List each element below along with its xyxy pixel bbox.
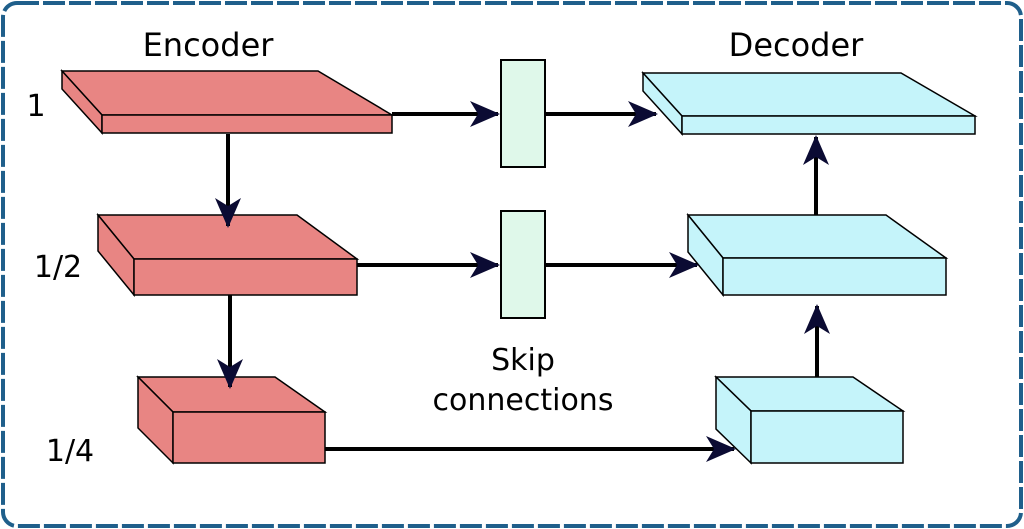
decoder-block-1	[641, 71, 978, 136]
scale-label-1-2: 1/2	[34, 250, 82, 285]
encoder-title: Encoder	[143, 26, 275, 64]
encoder-block-3	[136, 375, 328, 465]
skip-box-1	[500, 59, 546, 168]
skip-label-line2: connections	[433, 383, 614, 418]
scale-label-1-4: 1/4	[46, 434, 94, 469]
skip-label-line1: Skip	[491, 343, 555, 378]
decoder-title: Decoder	[729, 26, 865, 64]
encoder-block-1	[60, 69, 395, 135]
encoder-block-2	[96, 212, 360, 298]
decoder-block-2	[686, 212, 949, 298]
decoder-block-3	[714, 375, 906, 465]
skip-box-2	[500, 210, 546, 319]
scale-label-1: 1	[26, 89, 45, 124]
